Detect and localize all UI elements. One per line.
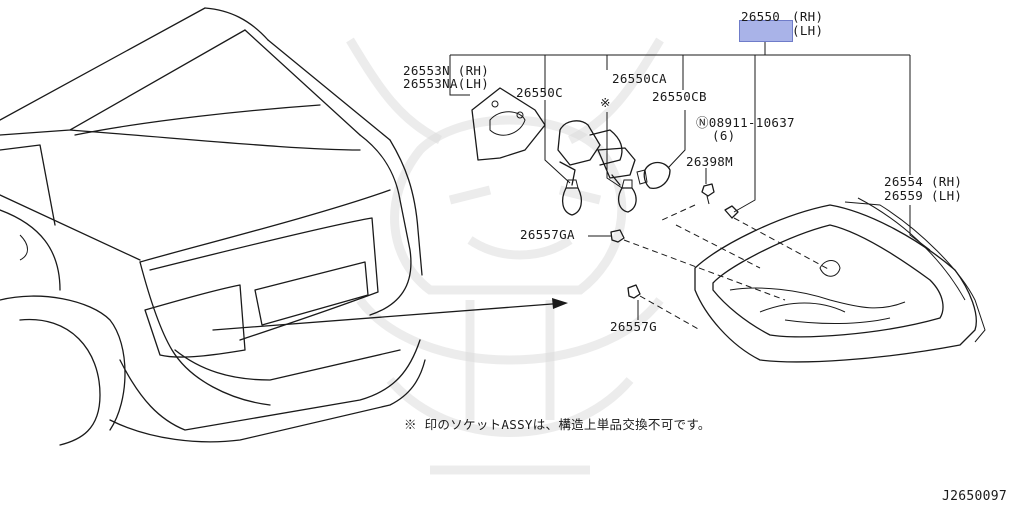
- label-bracket-lh[interactable]: 26553NA(LH): [403, 76, 490, 91]
- clip-26398m: [701, 183, 715, 205]
- label-nut-qty: (6): [712, 128, 736, 143]
- label-grommet-ga[interactable]: 26557GA: [520, 227, 575, 242]
- label-socket-cb[interactable]: 26550CB: [652, 89, 707, 104]
- label-lens-lh[interactable]: 26559 (LH): [884, 188, 963, 203]
- socket-assembly: [557, 120, 636, 186]
- label-clip-398m[interactable]: 26398M: [686, 154, 733, 169]
- dashed-guides: [623, 204, 831, 331]
- label-socket-c[interactable]: 26550C: [516, 85, 563, 100]
- grommet-g: [627, 284, 641, 299]
- bulb-c: [561, 179, 583, 216]
- bulb-cb: [636, 161, 671, 189]
- label-bracket-rh[interactable]: 26553N (RH): [403, 63, 490, 78]
- label-nut-number[interactable]: Ⓝ08911-10637: [696, 115, 795, 130]
- footnote: ※ 印のソケットASSYは、構造上単品交換不可です。: [404, 417, 711, 432]
- grommet-ga: [610, 229, 625, 243]
- watermark-logo: [346, 37, 664, 475]
- drawing-id: J2650097: [942, 489, 1008, 504]
- car-rear-body: [0, 7, 426, 446]
- label-grommet-g[interactable]: 26557G: [610, 319, 657, 334]
- highlight-box: [739, 20, 793, 42]
- bulb-ca: [617, 179, 637, 213]
- bracket-part: [471, 87, 546, 161]
- label-main-assy-lh: (LH): [792, 23, 824, 38]
- rear-lamp-assembly: [694, 197, 986, 363]
- label-main-assy-number[interactable]: 26550: [741, 9, 781, 24]
- label-socket-ca[interactable]: 26550CA: [612, 71, 667, 86]
- label-main-assy-rh: (RH): [792, 9, 824, 24]
- arrow-car-to-lamp: [212, 298, 568, 331]
- label-lens-rh[interactable]: 26554 (RH): [884, 174, 963, 189]
- leader-lines: [449, 42, 931, 320]
- nut-part: [724, 205, 739, 219]
- label-note-mark: ※: [600, 95, 611, 110]
